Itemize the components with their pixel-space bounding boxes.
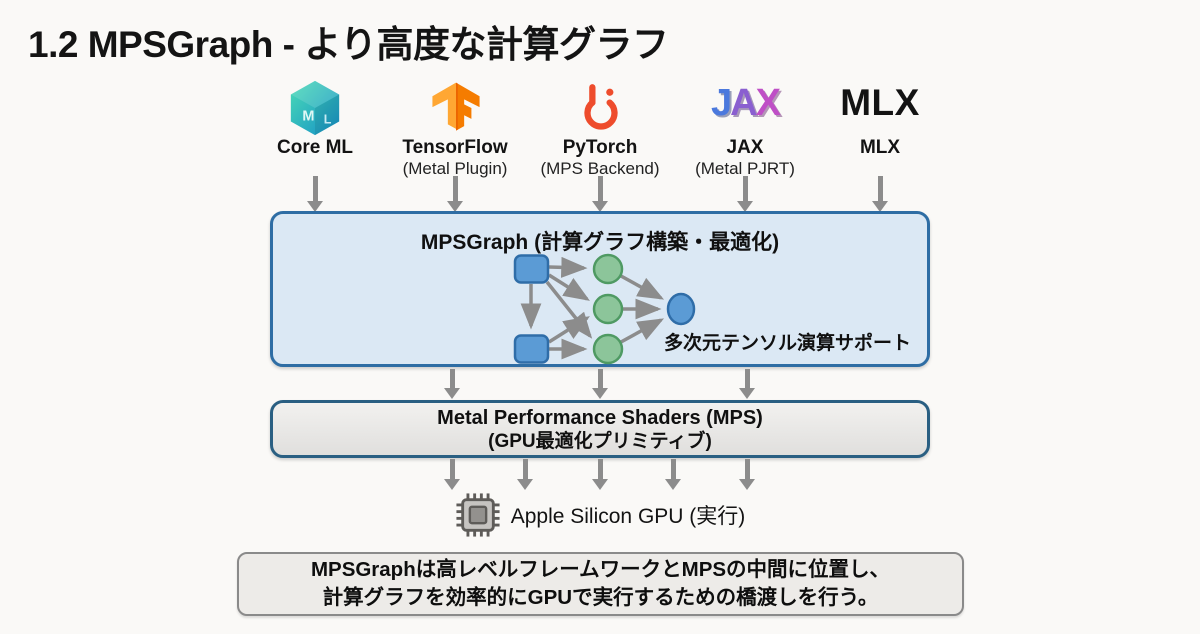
down-arrow-icon bbox=[592, 176, 608, 212]
graph-output-node bbox=[666, 292, 696, 326]
jax-letter-j: J bbox=[711, 82, 732, 124]
mpsgraph-box: MPSGraph (計算グラフ構築・最適化) 多次元テンソル演算サポート bbox=[270, 211, 930, 367]
mlx-wordmark: MLX bbox=[840, 82, 920, 123]
graph-op-node bbox=[592, 293, 624, 325]
chip-icon bbox=[456, 493, 500, 537]
framework-label-tensorflow: TensorFlow bbox=[402, 137, 508, 158]
down-arrow-icon bbox=[307, 176, 323, 212]
mps-box-title: Metal Performance Shaders (MPS) bbox=[437, 406, 763, 429]
mps-box-subtitle: (GPU最適化プリミティブ) bbox=[488, 430, 712, 452]
down-arrow-icon bbox=[444, 459, 460, 490]
gpu-label: Apple Silicon GPU (実行) bbox=[510, 505, 746, 528]
down-arrow-icon bbox=[517, 459, 533, 490]
down-arrow-icon bbox=[739, 459, 755, 490]
jax-letter-x: X bbox=[755, 82, 781, 124]
down-arrow-icon bbox=[592, 459, 608, 490]
down-arrow-icon bbox=[872, 176, 888, 212]
framework-sub-jax: (Metal PJRT) bbox=[695, 159, 795, 178]
down-arrow-icon bbox=[592, 369, 608, 399]
summary-line-2: 計算グラフを効率的にGPUで実行するための橋渡しを行う。 bbox=[322, 586, 879, 609]
down-arrow-icon bbox=[447, 176, 463, 212]
mps-box: Metal Performance Shaders (MPS) (GPU最適化プ… bbox=[270, 400, 930, 458]
computation-graph bbox=[513, 253, 696, 365]
framework-label-pytorch: PyTorch bbox=[562, 137, 638, 158]
framework-label-coreml: Core ML bbox=[277, 137, 353, 158]
down-arrow-icon bbox=[739, 369, 755, 399]
down-arrow-icon bbox=[737, 176, 753, 212]
jax-letter-a: A bbox=[730, 82, 757, 124]
gpu-row: Apple Silicon GPU (実行) bbox=[300, 492, 900, 538]
framework-label-mlx: MLX bbox=[859, 137, 901, 158]
graph-op-node bbox=[592, 253, 624, 285]
down-arrow-icon bbox=[444, 369, 460, 399]
svg-text:L: L bbox=[324, 112, 332, 126]
framework-sub-tensorflow: (Metal Plugin) bbox=[402, 159, 508, 178]
tensor-support-note: 多次元テンソル演算サポート bbox=[663, 333, 911, 354]
framework-sub-pytorch: (MPS Backend) bbox=[540, 159, 660, 178]
page-title: 1.2 MPSGraph - より高度な計算グラフ bbox=[28, 24, 669, 65]
graph-op-node bbox=[592, 333, 624, 365]
summary-box: MPSGraphは高レベルフレームワークとMPSの中間に位置し、 計算グラフを効… bbox=[237, 552, 964, 616]
jax-icon: JAX bbox=[660, 82, 830, 125]
coreml-icon: M L bbox=[286, 79, 344, 137]
tensorflow-icon bbox=[427, 78, 485, 138]
mpsgraph-box-title: MPSGraph (計算グラフ構築・最適化) bbox=[420, 231, 780, 254]
svg-text:M: M bbox=[302, 109, 314, 125]
framework-label-jax: JAX bbox=[726, 137, 764, 158]
down-arrow-icon bbox=[665, 459, 681, 490]
summary-line-1: MPSGraphは高レベルフレームワークとMPSの中間に位置し、 bbox=[310, 558, 891, 581]
graph-input-node bbox=[513, 254, 550, 284]
graph-input-node bbox=[513, 334, 550, 364]
pytorch-icon bbox=[574, 80, 628, 136]
